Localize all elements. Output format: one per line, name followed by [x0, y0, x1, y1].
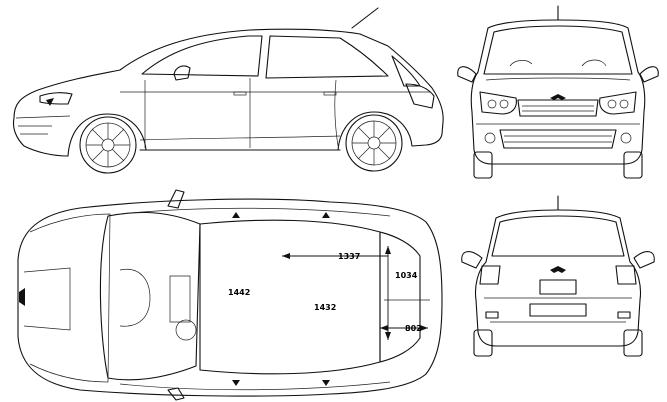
rear-view [461, 195, 655, 357]
side-rear-wheel [345, 114, 403, 172]
side-view [12, 7, 444, 174]
dimension-label-1432: 1432 [314, 303, 336, 312]
front-view [457, 5, 659, 179]
dimension-label-1034: 1034 [395, 271, 418, 280]
dimension-label-802: 802 [405, 324, 422, 333]
dimension-label-1337: 1337 [338, 252, 360, 261]
top-view [17, 189, 443, 401]
dimension-label-1442: 1442 [228, 288, 250, 297]
side-front-wheel [79, 116, 137, 174]
